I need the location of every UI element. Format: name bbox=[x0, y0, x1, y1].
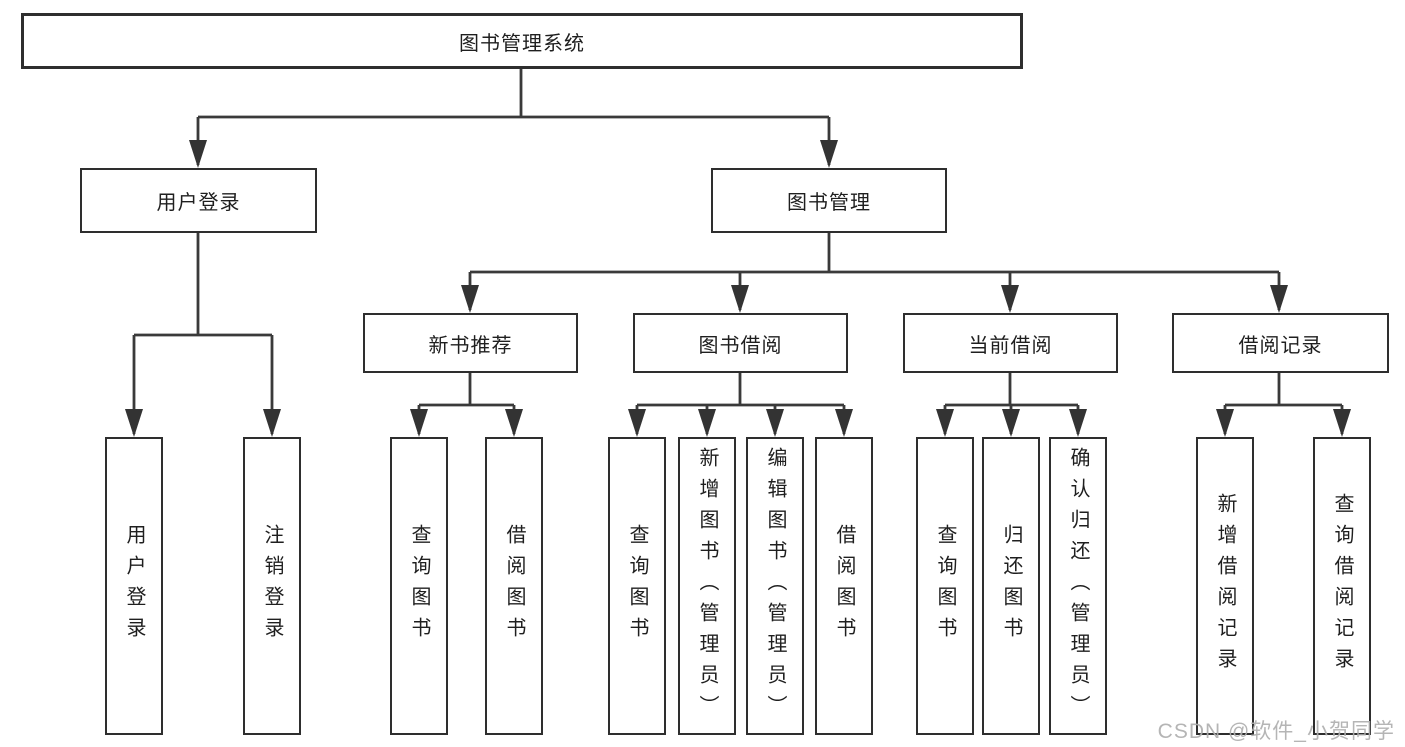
arrow-down-icon bbox=[835, 409, 853, 437]
node-label: 当前借阅 bbox=[968, 334, 1053, 357]
arrow-down-icon bbox=[628, 409, 646, 437]
leaf-label: 确认归还（管理员） bbox=[1067, 446, 1089, 726]
leaf-label: 查询借阅记录 bbox=[1331, 493, 1353, 679]
node-user-login-branch: 用户登录 bbox=[80, 168, 317, 233]
arrow-down-icon bbox=[1069, 409, 1087, 437]
node-current-borrow: 当前借阅 bbox=[903, 313, 1118, 373]
arrow-down-icon bbox=[1216, 409, 1234, 437]
leaf-logout: 注销登录 bbox=[243, 437, 301, 735]
leaf-add-borrow-record: 新增借阅记录 bbox=[1196, 437, 1254, 735]
arrow-down-icon bbox=[505, 409, 523, 437]
leaf-label: 编辑图书（管理员） bbox=[764, 446, 786, 726]
arrow-down-icon bbox=[1001, 285, 1019, 313]
csdn-watermark: CSDN @软件_小贺同学 bbox=[1157, 720, 1395, 743]
arrow-down-icon bbox=[461, 285, 479, 313]
leaf-label: 归还图书 bbox=[1000, 524, 1022, 648]
leaf-label: 借阅图书 bbox=[503, 524, 525, 648]
leaf-borrow-books-recommend: 借阅图书 bbox=[485, 437, 543, 735]
arrow-down-icon bbox=[189, 140, 207, 168]
arrow-down-icon bbox=[1333, 409, 1351, 437]
leaf-query-books-recommend: 查询图书 bbox=[390, 437, 448, 735]
arrow-down-icon bbox=[698, 409, 716, 437]
leaf-label: 新增借阅记录 bbox=[1214, 493, 1236, 679]
leaf-label: 新增图书（管理员） bbox=[696, 446, 718, 726]
leaf-return-books: 归还图书 bbox=[982, 437, 1040, 735]
arrow-down-icon bbox=[263, 409, 281, 437]
leaf-borrow-books: 借阅图书 bbox=[815, 437, 873, 735]
arrowheads bbox=[125, 140, 1351, 437]
leaf-label: 查询图书 bbox=[408, 524, 430, 648]
arrow-down-icon bbox=[1002, 409, 1020, 437]
arrow-down-icon bbox=[820, 140, 838, 168]
leaf-label: 查询图书 bbox=[934, 524, 956, 648]
leaf-query-books-current: 查询图书 bbox=[916, 437, 974, 735]
node-label: 图书管理系统 bbox=[459, 32, 585, 55]
leaf-label: 查询图书 bbox=[626, 524, 648, 648]
node-borrow-records: 借阅记录 bbox=[1172, 313, 1389, 373]
leaf-label: 借阅图书 bbox=[833, 524, 855, 648]
connector-paths bbox=[132, 69, 1344, 434]
node-label: 用户登录 bbox=[156, 192, 241, 214]
node-library-management-system: 图书管理系统 bbox=[21, 13, 1023, 69]
leaf-edit-books-admin: 编辑图书（管理员） bbox=[746, 437, 804, 735]
node-label: 图书管理 bbox=[787, 192, 871, 214]
arrow-down-icon bbox=[410, 409, 428, 437]
leaf-query-borrow-record: 查询借阅记录 bbox=[1313, 437, 1371, 735]
arrow-down-icon bbox=[766, 409, 784, 437]
leaf-add-books-admin: 新增图书（管理员） bbox=[678, 437, 736, 735]
arrow-down-icon bbox=[125, 409, 143, 437]
node-label: 新书推荐 bbox=[428, 334, 513, 357]
leaf-user-login: 用户登录 bbox=[105, 437, 163, 735]
node-new-book-recommend: 新书推荐 bbox=[363, 313, 578, 373]
leaf-query-books-borrow: 查询图书 bbox=[608, 437, 666, 735]
arrow-down-icon bbox=[731, 285, 749, 313]
arrow-down-icon bbox=[936, 409, 954, 437]
leaf-confirm-return-admin: 确认归还（管理员） bbox=[1049, 437, 1107, 735]
node-book-borrow: 图书借阅 bbox=[633, 313, 848, 373]
leaf-label: 用户登录 bbox=[123, 524, 145, 648]
node-book-management-branch: 图书管理 bbox=[711, 168, 947, 233]
node-label: 图书借阅 bbox=[698, 334, 783, 357]
leaf-label: 注销登录 bbox=[261, 524, 283, 648]
arrow-down-icon bbox=[1270, 285, 1288, 313]
node-label: 借阅记录 bbox=[1238, 334, 1323, 357]
